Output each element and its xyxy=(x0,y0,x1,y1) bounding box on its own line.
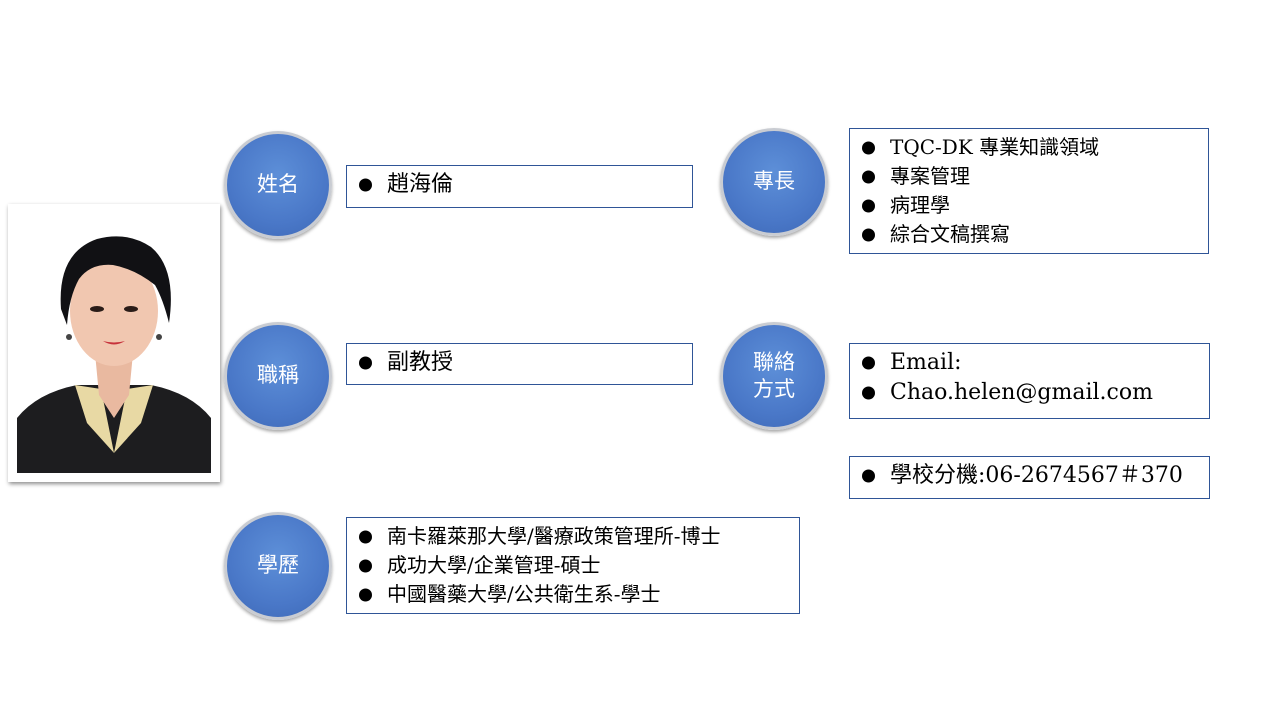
contact-email-label: Email: xyxy=(860,348,1201,378)
specialty-item: TQC-DK 專業知識領域 xyxy=(860,133,1200,162)
specialty-item: 病理學 xyxy=(860,191,1200,220)
education-item: 中國醫藥大學/公共衛生系-學士 xyxy=(357,580,791,609)
school-extension: 學校分機:06-2674567＃370 xyxy=(860,461,1201,491)
contact-label-line2: 方式 xyxy=(753,377,795,401)
education-item: 成功大學/企業管理-碩士 xyxy=(357,551,791,580)
name-label: 姓名 xyxy=(257,172,299,197)
education-box: 南卡羅萊那大學/醫療政策管理所-博士 成功大學/企業管理-碩士 中國醫藥大學/公… xyxy=(346,517,800,614)
name-label-circle: 姓名 xyxy=(224,131,332,239)
contact-box: Email: Chao.helen@gmail.com xyxy=(849,343,1210,419)
education-label: 學歷 xyxy=(257,553,299,578)
portrait-image xyxy=(17,213,211,473)
name-box: 趙海倫 xyxy=(346,165,693,208)
education-label-circle: 學歷 xyxy=(224,512,332,620)
specialty-item: 專案管理 xyxy=(860,162,1200,191)
contact-label-line1: 聯絡 xyxy=(753,349,795,374)
title-label: 職稱 xyxy=(257,363,299,388)
specialty-item: 綜合文稿撰寫 xyxy=(860,220,1200,249)
specialty-label-circle: 專長 xyxy=(720,128,828,236)
name-value: 趙海倫 xyxy=(357,170,684,200)
extension-box: 學校分機:06-2674567＃370 xyxy=(849,456,1210,499)
contact-email-address[interactable]: Chao.helen@gmail.com xyxy=(860,378,1201,408)
education-item: 南卡羅萊那大學/醫療政策管理所-博士 xyxy=(357,522,791,551)
title-box: 副教授 xyxy=(346,343,693,385)
contact-label-circle: 聯絡 方式 xyxy=(720,322,828,430)
title-label-circle: 職稱 xyxy=(224,322,332,430)
title-value: 副教授 xyxy=(357,348,684,378)
specialty-box: TQC-DK 專業知識領域 專案管理 病理學 綜合文稿撰寫 xyxy=(849,128,1209,254)
profile-photo xyxy=(8,204,220,482)
specialty-label: 專長 xyxy=(753,169,795,194)
